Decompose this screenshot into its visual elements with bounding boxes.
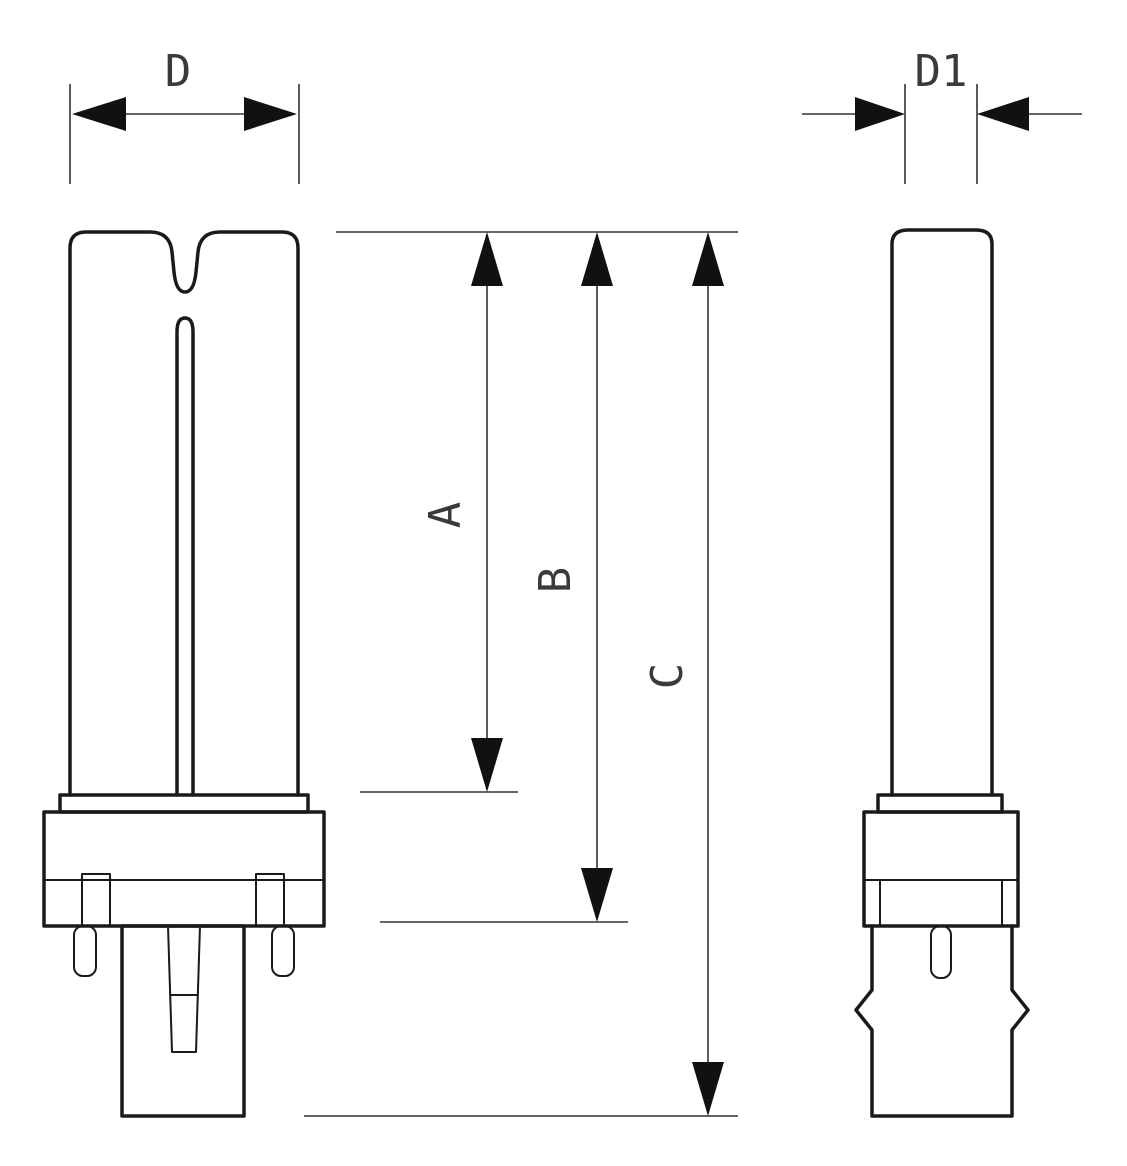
height-extension-lines — [304, 231, 738, 1117]
d1-arrow-left — [855, 97, 905, 131]
dimension-d1: D1 — [802, 46, 1082, 184]
front-tube-divider — [175, 316, 195, 797]
lamp-side-view — [854, 228, 1030, 1118]
d1-label: D1 — [915, 46, 968, 97]
front-left-pin-housing — [81, 873, 111, 927]
a-label: A — [420, 502, 471, 529]
d-arrow-right — [244, 97, 297, 131]
front-collar — [58, 793, 310, 814]
d1-arrow-right — [977, 97, 1029, 131]
a-arrow-bottom — [471, 738, 503, 792]
c-arrow-top — [692, 232, 724, 286]
front-right-pin — [271, 925, 295, 977]
dimension-b: B — [530, 232, 613, 922]
front-base-block — [42, 810, 326, 928]
c-label: C — [642, 663, 693, 690]
side-base-block — [862, 810, 1020, 928]
d-arrow-left — [72, 97, 126, 131]
front-tube-outline — [68, 230, 300, 797]
side-pin — [930, 925, 952, 979]
a-arrow-top — [471, 232, 503, 286]
b-arrow-top — [581, 232, 613, 286]
side-collar — [876, 793, 1004, 814]
dimension-c: C — [642, 232, 724, 1116]
side-tube-outline — [890, 228, 994, 797]
c-arrow-bottom — [692, 1062, 724, 1116]
b-arrow-bottom — [581, 868, 613, 922]
lamp-front-view — [42, 230, 326, 1118]
side-lower-stem — [854, 924, 1030, 1118]
dimension-a: A — [420, 232, 503, 792]
dimension-d: D — [69, 46, 300, 184]
front-right-pin-housing — [255, 873, 285, 927]
d-label: D — [165, 46, 192, 97]
front-left-pin — [73, 925, 97, 977]
front-center-key — [167, 925, 201, 1053]
b-label: B — [530, 567, 581, 594]
front-center-stem — [120, 924, 246, 1118]
